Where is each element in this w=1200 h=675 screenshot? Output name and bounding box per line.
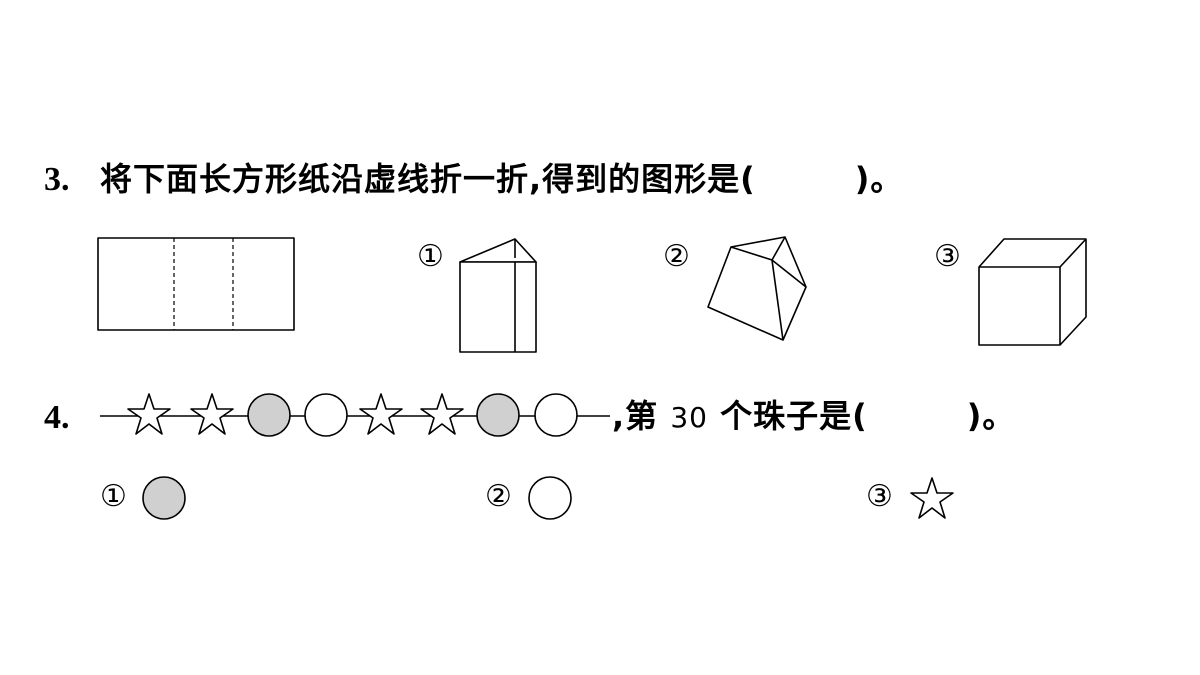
pyramid-icon xyxy=(707,236,807,341)
question-4-text-after: 个珠子是( )。 xyxy=(707,397,1016,435)
q3-option-1-label: ① xyxy=(417,239,444,274)
q4-option-2-label: ② xyxy=(485,479,512,514)
q3-option-2-label: ② xyxy=(663,239,690,274)
rectangle-paper-icon xyxy=(97,237,295,331)
q4-option-3-label: ③ xyxy=(866,479,893,514)
q4-option-1-label: ① xyxy=(100,479,127,514)
question-4-number: 4. xyxy=(44,399,70,436)
bead-star-icon xyxy=(359,393,403,435)
bead-white-circle-icon xyxy=(304,393,348,437)
question-4-text: ,第 30 个珠子是( )。 xyxy=(612,400,1015,432)
triangular-prism-icon xyxy=(459,238,537,353)
bead-gray-circle-icon xyxy=(247,393,291,437)
bead-star-icon xyxy=(127,393,171,435)
gray-circle-icon xyxy=(142,476,186,520)
bead-gray-circle-icon xyxy=(476,393,520,437)
bead-string xyxy=(100,393,610,437)
bead-count: 30 xyxy=(670,401,708,434)
question-3-number: 3. xyxy=(44,161,70,198)
bead-star-icon xyxy=(190,393,234,435)
bead-star-icon xyxy=(420,393,464,435)
question-4-text-before: ,第 xyxy=(612,397,671,435)
white-circle-icon xyxy=(528,476,572,520)
q3-option-3-label: ③ xyxy=(934,239,961,274)
bead-white-circle-icon xyxy=(534,393,578,437)
star-icon xyxy=(910,477,954,519)
cube-icon xyxy=(978,238,1087,346)
question-3-text: 将下面长方形纸沿虚线折一折,得到的图形是( )。 xyxy=(100,160,904,198)
